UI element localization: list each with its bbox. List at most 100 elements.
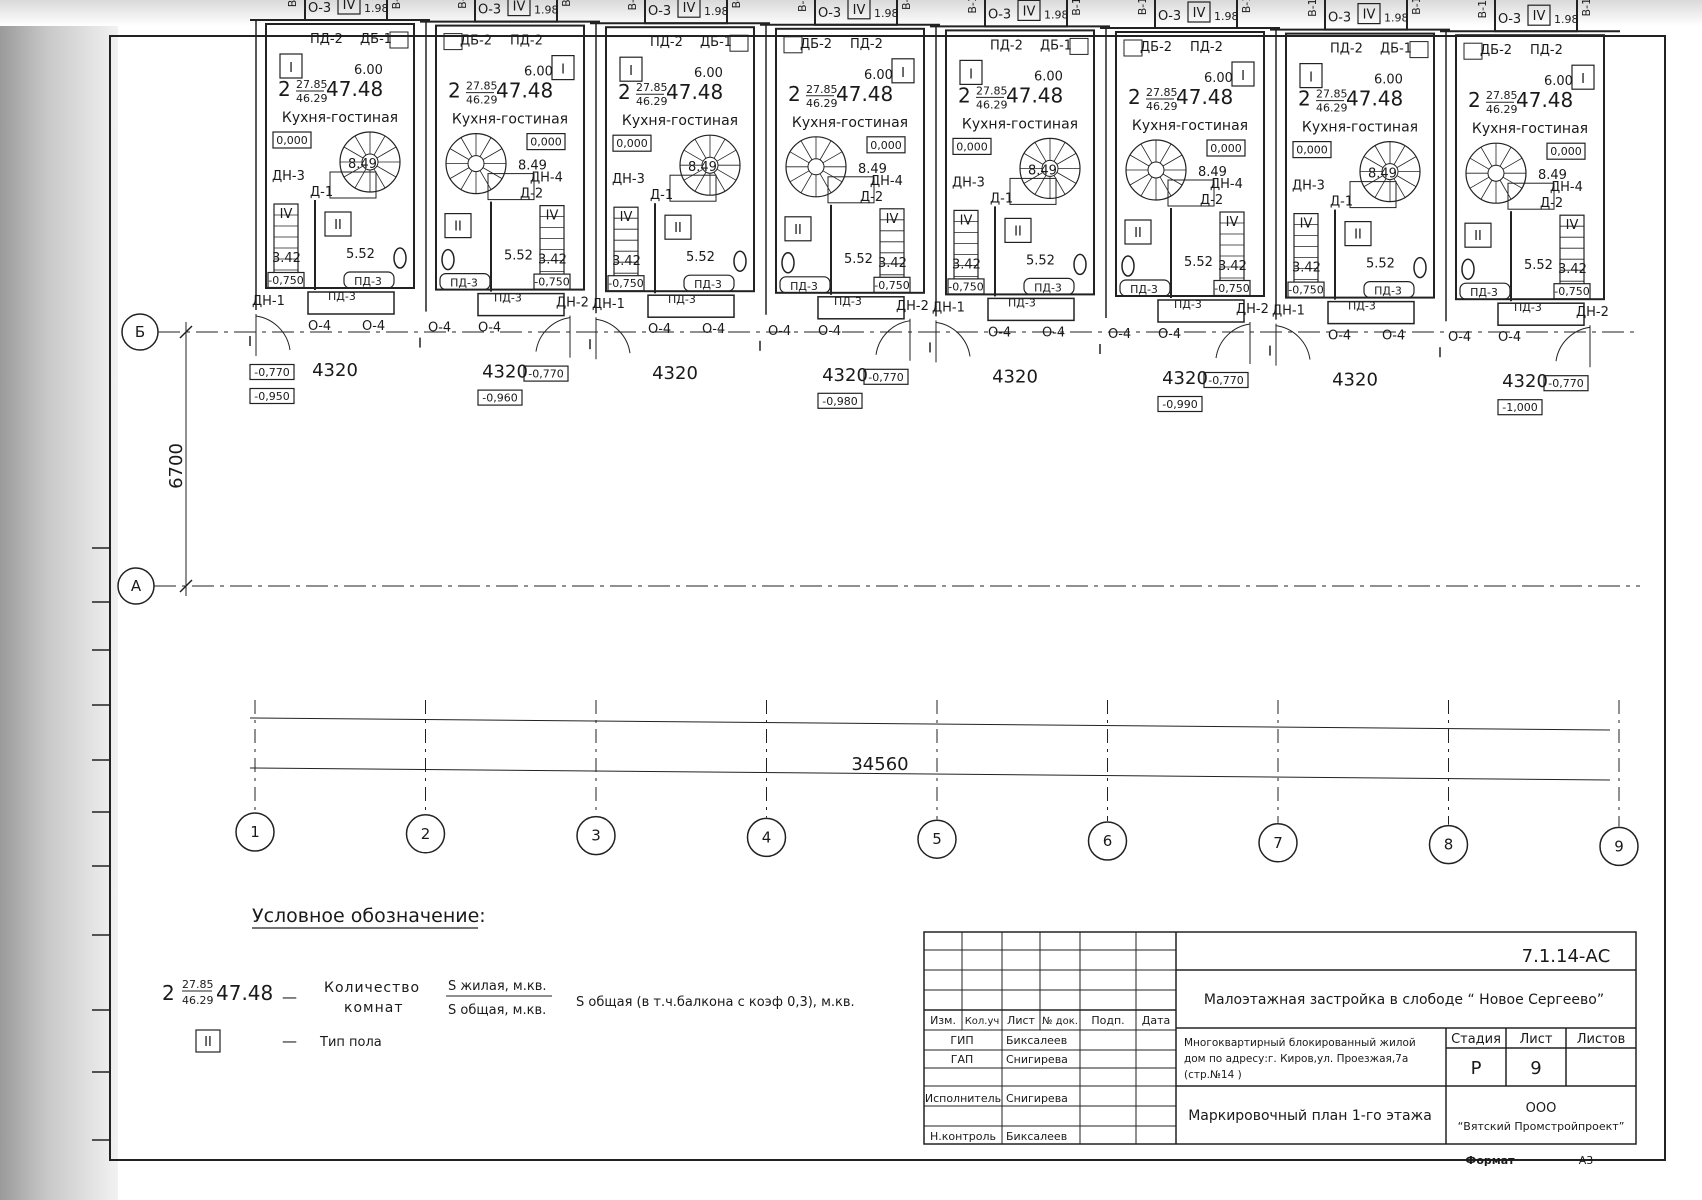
org-line2: “Вятский Промстройпроект” bbox=[1458, 1120, 1625, 1133]
window-b1: В-1 bbox=[626, 0, 639, 10]
type-main-box bbox=[959, 59, 983, 86]
toilet bbox=[1073, 253, 1087, 276]
window-bottom-2: О-4 bbox=[478, 321, 501, 336]
window-b1h: В-1 bbox=[730, 0, 743, 8]
spiral-tread bbox=[683, 149, 704, 162]
vent-block bbox=[389, 31, 409, 49]
window-bottom-1: О-4 bbox=[768, 324, 791, 339]
bath-tag: ПД-3 bbox=[1374, 285, 1402, 298]
spiral-tread bbox=[376, 165, 397, 178]
doc-code: 7.1.14-АС bbox=[1522, 946, 1611, 967]
window-b1h: В-1 bbox=[1580, 0, 1593, 16]
elev-front-2-box bbox=[817, 392, 863, 409]
front-door bbox=[595, 317, 631, 360]
dim-bay: 4320 bbox=[992, 366, 1038, 387]
door-dn-rear: ДН-3 bbox=[952, 175, 985, 190]
door-dn-rear: ДН-4 bbox=[870, 174, 903, 189]
legend: Условное обозначение: 2 27.85 46.29 47.4… bbox=[162, 905, 855, 1053]
stage-value: Р bbox=[1471, 1058, 1482, 1079]
rear-tag: ПД-3 bbox=[834, 295, 862, 308]
window-bottom-1: О-4 bbox=[1328, 329, 1351, 344]
front-door bbox=[875, 318, 911, 361]
unit-wall bbox=[605, 26, 755, 293]
window-right: ПД-2 bbox=[510, 34, 543, 49]
window-left: ДБ-2 bbox=[460, 34, 492, 49]
vent-block bbox=[729, 34, 749, 52]
spiral-tread bbox=[1129, 154, 1150, 167]
dim-bay: 4320 bbox=[1332, 370, 1378, 391]
col-kol: Кол.уч bbox=[965, 1016, 1000, 1027]
floor-type-box bbox=[324, 211, 352, 237]
toilet bbox=[733, 250, 747, 272]
spiral-tread bbox=[716, 168, 737, 181]
elev-low-box bbox=[533, 273, 571, 290]
unit-1: -0,910-0,040В-3О-3IV1.98В-1В-1НПД-2ДБ-1I… bbox=[249, 0, 430, 405]
spiral-tread bbox=[789, 170, 810, 183]
row-axes: Б А 6700 bbox=[117, 313, 1640, 605]
door-dn-front: ДН-1 bbox=[592, 297, 625, 312]
area-all: 47.48 bbox=[1346, 87, 1403, 111]
window-b1h: В-1 bbox=[560, 0, 573, 7]
area-living: 27.85 bbox=[1316, 88, 1348, 101]
stair-area: 8.49 bbox=[688, 160, 717, 175]
window-bottom-1: О-4 bbox=[428, 321, 451, 336]
vent-block bbox=[1123, 39, 1143, 57]
axis-label-3: 3 bbox=[591, 827, 601, 845]
spiral-tread bbox=[1159, 143, 1172, 164]
bath-tag: ПД-3 bbox=[450, 277, 478, 290]
type-main-box bbox=[891, 58, 915, 84]
sheet-value: 9 bbox=[1530, 1058, 1541, 1079]
elev-front-1-box bbox=[1543, 375, 1589, 392]
unit-wall bbox=[265, 23, 415, 289]
unit-7: -0,980-0,040В-3О-3IV1.98В-1В-1ПД-2ДБ-1I6… bbox=[1269, 0, 1450, 391]
legend-sample-all: 47.48 bbox=[216, 981, 273, 1005]
door-dn-front: ДН-1 bbox=[932, 300, 965, 315]
window-left: ПД-2 bbox=[310, 32, 343, 47]
spiral-core bbox=[807, 158, 825, 176]
window-b1h: В-1Н bbox=[390, 0, 403, 9]
spiral-core bbox=[467, 155, 485, 173]
front-windows bbox=[1497, 302, 1585, 326]
stair-landing bbox=[827, 176, 875, 204]
area-tag: 6.00 bbox=[1374, 73, 1403, 88]
area-total: 46.29 bbox=[806, 97, 838, 110]
door-dn-rear: ДН-4 bbox=[1210, 177, 1243, 192]
unit-3: -0,930-0,040В-3О-3IV1.98В-1В-1ПД-2ДБ-1I6… bbox=[589, 0, 770, 384]
sheet-header: Лист bbox=[1520, 1032, 1553, 1047]
window-bottom-1: О-4 bbox=[1108, 327, 1131, 342]
spiral-tread bbox=[1023, 153, 1044, 165]
step-height: 1.98 bbox=[704, 5, 729, 18]
type-ent-stair: IV bbox=[1300, 217, 1313, 232]
type-ent-stair: IV bbox=[546, 209, 559, 224]
door-dn-rear: ДН-3 bbox=[1292, 179, 1325, 194]
door-dn-front: ДН-2 bbox=[1576, 305, 1609, 320]
spiral-tread bbox=[713, 139, 726, 159]
spiral-tread bbox=[1469, 176, 1490, 189]
rear-tag: ПД-3 bbox=[1348, 300, 1376, 313]
stair-landing bbox=[1009, 177, 1057, 205]
legend-floor-box bbox=[195, 1029, 221, 1053]
door-dn-front: ДН-2 bbox=[1236, 302, 1269, 317]
legend-s-liv: S жилая, м.кв. bbox=[448, 979, 547, 994]
type-ent-box bbox=[337, 0, 361, 15]
role-nk: Н.контроль bbox=[930, 1130, 996, 1143]
elev-floor: 0,000 bbox=[1296, 144, 1328, 157]
type-ent: IV bbox=[513, 0, 526, 15]
type-ent-box bbox=[1527, 4, 1551, 26]
spiral-tread bbox=[482, 148, 503, 160]
door-mid: Д-1 bbox=[310, 185, 333, 200]
window-o3: О-3 bbox=[1158, 9, 1181, 24]
elev-low-box bbox=[873, 276, 911, 293]
elev-front-1: -0,770 bbox=[868, 371, 903, 384]
spiral-tread bbox=[1056, 172, 1077, 184]
spiral-tread bbox=[1374, 145, 1387, 165]
elev-low: -0,750 bbox=[1554, 285, 1589, 298]
room-kitchen-living: Кухня-гостиная bbox=[1302, 120, 1418, 136]
door-mid: Д-2 bbox=[520, 187, 543, 202]
type-ent-stair: IV bbox=[1566, 218, 1579, 233]
spiral-tread bbox=[479, 137, 492, 157]
area-total: 46.29 bbox=[636, 95, 668, 108]
elev-floor-box bbox=[866, 136, 906, 154]
elev-floor: 0,000 bbox=[530, 136, 562, 149]
